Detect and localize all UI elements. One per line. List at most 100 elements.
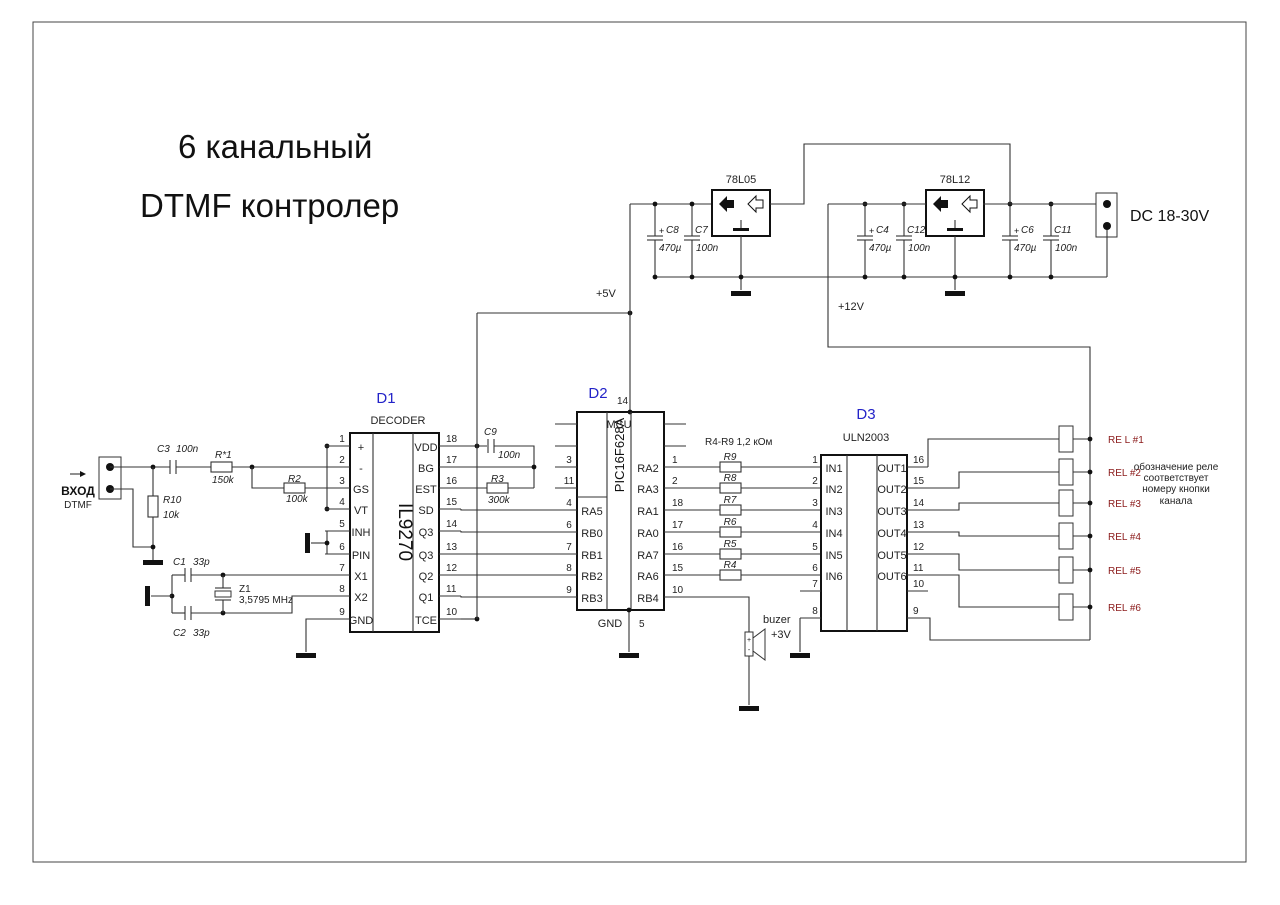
relay-label: RE L #1 [1108,435,1144,446]
pin-name: OUT2 [877,484,906,496]
label: 470µ [659,243,682,254]
pin-number: 14 [446,519,458,530]
pin-name: Q3 [419,550,434,562]
ic-block: MCU [606,419,631,431]
pin-number: 7 [566,542,572,553]
label: C6 [1021,225,1034,236]
label: 470µ [869,243,892,254]
pin-number: 16 [913,455,925,466]
resistor-ref: R4 [724,560,737,571]
pin-name: Q2 [419,571,434,583]
pin-number: 11 [913,563,924,574]
pin-number: 6 [566,520,572,531]
pin-name: RA0 [637,528,658,540]
wire [494,445,535,488]
title-line1: 6 канальный [178,128,372,165]
pin-name: X1 [354,571,367,583]
label: Z1 [239,584,251,595]
ground-icon [143,560,163,565]
pin-name: OUT1 [877,463,906,475]
wire [460,596,577,598]
pin-number: 11 [446,584,457,595]
pin-name: X2 [354,592,367,604]
junction-dot [1087,604,1093,610]
arrow-left-hollow-icon [747,194,764,214]
junction-dot [901,274,907,280]
gnd-label: GND [598,618,623,630]
pin-name: EST [415,484,437,496]
label: R*1 [215,450,232,461]
pin-name: + [358,442,364,454]
label: 100n [908,243,931,254]
arrow-left-hollow-icon [961,194,978,214]
junction-dot [738,274,744,280]
junction-dot [1007,274,1013,280]
label: 33p [193,628,210,639]
pin-number: 17 [672,520,684,531]
junction-dot [652,274,658,280]
connector-pin [1103,200,1111,208]
pin-number: 15 [913,476,925,487]
resistor-ref: R6 [724,517,737,528]
pin-name: SD [418,505,433,517]
ic-part: PIC16F628A [612,417,627,492]
pin-name: RB0 [581,528,602,540]
label: C1 [173,557,186,568]
ground-icon [145,586,150,606]
pin-name: IN2 [825,484,842,496]
crystal-z1 [214,590,232,598]
pin-name: IN3 [825,506,842,518]
pin-number: 9 [566,585,572,596]
pin-number: 12 [446,563,458,574]
relay-label: REL #4 [1108,532,1141,543]
junction-dot [862,274,868,280]
label: C11 [1054,225,1072,236]
pin-number: 16 [446,476,458,487]
pin-number: 8 [812,606,818,617]
pin-number: 18 [672,498,684,509]
pin-number: 10 [446,607,458,618]
ground-icon [305,533,310,553]
rail-12v-label: +12V [838,301,865,313]
label: C8 [666,225,679,236]
pin-number: 4 [812,520,818,531]
plus-icon: + [1014,226,1019,236]
input-sublabel: DTMF [64,500,92,511]
junction-dot [652,201,658,207]
pin-number: 8 [339,584,345,595]
title-line2: DTMF контролер [140,187,399,224]
pin-name: RA2 [637,463,658,475]
label: 150k [212,475,235,486]
relay-label: REL #5 [1108,566,1141,577]
junction-dot [952,274,958,280]
label: C2 [173,628,186,639]
label: 100n [176,444,199,455]
pin-number: 15 [446,497,458,508]
arrow-left-filled-icon [719,196,734,212]
resistor [719,482,742,494]
pin-number: 17 [446,455,458,466]
wire [460,509,577,511]
pin-number: 3 [339,476,345,487]
relay-coil [1058,556,1074,584]
resistor [719,569,742,581]
label: 100n [1055,243,1078,254]
wire [191,595,350,614]
label: C4 [876,225,889,236]
pin-number: 5 [812,542,818,553]
junction-dot [1087,469,1093,475]
buzzer-voltage: +3V [771,629,792,641]
input-arrow-icon [80,471,86,477]
plus-icon: + [869,226,874,236]
relay-note: обозначение реле [1134,461,1219,473]
pin-number: 5 [339,519,345,530]
pin-name: RB1 [581,550,602,562]
pin-name: OUT4 [877,528,906,540]
pin-number: 14 [913,498,925,509]
ic-part: ULN2003 [843,432,889,444]
relay-label: REL #6 [1108,603,1141,614]
wire [928,574,1059,608]
pin-name: OUT6 [877,571,906,583]
pin-name: OUT5 [877,550,906,562]
relay-coil [1058,425,1074,453]
